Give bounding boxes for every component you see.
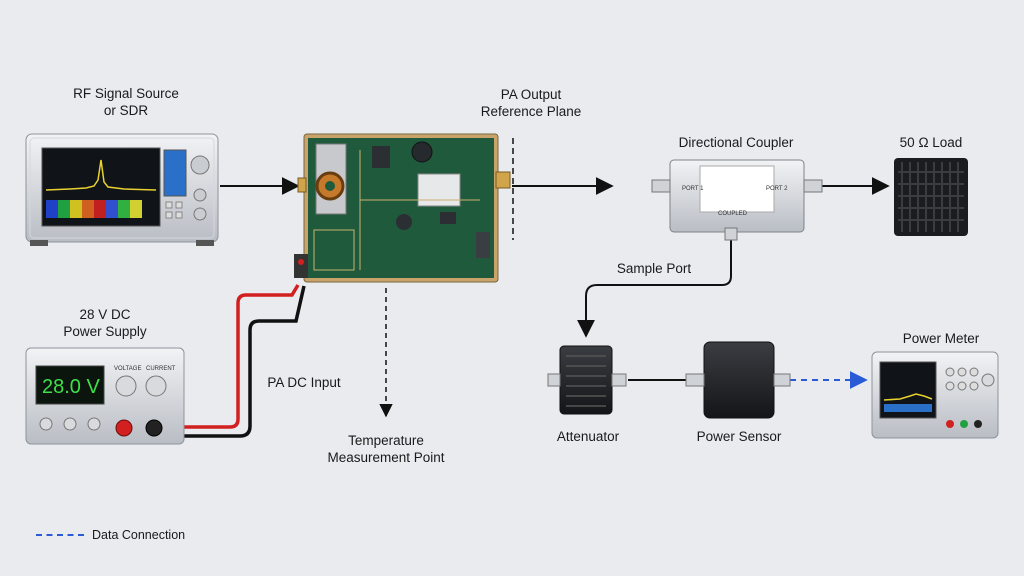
signal-source-label: RF Signal Source or SDR (46, 85, 206, 119)
pa-rf-output-connector (495, 171, 511, 189)
pa-output-plane-label: PA Output Reference Plane (451, 86, 611, 120)
coupler-port1-text: PORT 1 (682, 186, 704, 192)
sample-port-label: Sample Port (616, 261, 692, 276)
dc-power-supply: 28.0 V VOLTAGE CURRENT (25, 347, 185, 445)
pa-rf-input-connector (297, 177, 307, 193)
dc-negative-lead (160, 285, 306, 438)
temperature-point-label-line1: Temperature (348, 433, 424, 448)
power-sensor-label: Power Sensor (696, 429, 782, 444)
directional-coupler-label: Directional Coupler (678, 135, 794, 150)
load-heatsink (894, 158, 968, 236)
psu-display (35, 365, 105, 405)
power-sensor (685, 341, 791, 419)
rf-signal-source (25, 133, 219, 246)
pa-board (294, 133, 511, 283)
directional-coupler: PORT 1 PORT 2 COUPLED (651, 159, 823, 241)
attenuator-label: Attenuator (556, 429, 620, 444)
pa-output-plane-label-line1: PA Output (500, 87, 562, 102)
coupler-port2-text: PORT 2 (766, 186, 788, 192)
source-spectrum-trace (45, 159, 157, 191)
signal-source-label-line1: RF Signal Source (73, 86, 179, 101)
power-meter (871, 351, 999, 439)
pa-dc-terminal (294, 254, 308, 278)
load-label: 50 Ω Load (899, 135, 963, 150)
pa-output-plane-label-line2: Reference Plane (480, 104, 582, 119)
legend: Data Connection (36, 527, 185, 543)
power-supply-label: 28 V DC Power Supply (40, 306, 170, 340)
legend-data-connection-label: Data Connection (92, 528, 186, 542)
psu-display-value: 28.0 V (42, 376, 100, 398)
psu-negative-terminal (145, 419, 163, 437)
psu-current-knob (145, 375, 167, 397)
pa-dc-input-label: PA DC Input (267, 375, 341, 390)
power-meter-label: Power Meter (902, 331, 980, 346)
pa-shield-can (417, 173, 461, 207)
psu-current-label: CURRENT (146, 366, 176, 372)
power-supply-label-line1: 28 V DC (79, 307, 131, 322)
dc-positive-lead (172, 284, 300, 429)
attenuator (547, 345, 627, 415)
power-supply-label-line2: Power Supply (63, 324, 147, 339)
legend-data-connection-swatch (36, 534, 84, 536)
temperature-point-label-line2: Measurement Point (327, 450, 445, 465)
coupler-coupled-text: COUPLED (718, 211, 748, 217)
temperature-point-label: Temperature Measurement Point (306, 432, 466, 466)
psu-voltage-label: VOLTAGE (114, 366, 141, 372)
psu-positive-terminal (115, 419, 133, 437)
psu-voltage-knob (115, 375, 137, 397)
coupled-sample-cable (577, 238, 732, 338)
signal-source-label-line2: or SDR (103, 103, 149, 118)
